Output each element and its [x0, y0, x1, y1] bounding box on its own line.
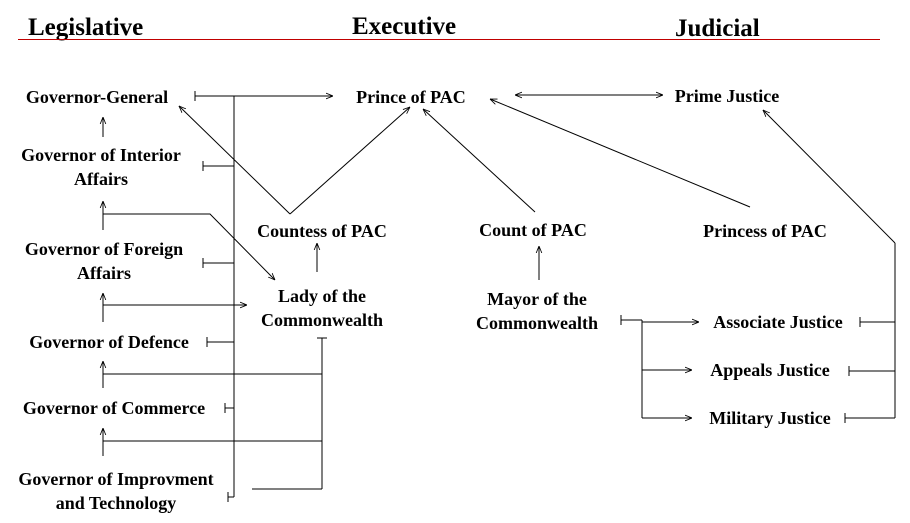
header-executive: Executive — [352, 13, 457, 40]
node-lady-line1: Lady of the — [277, 286, 367, 306]
node-governor-general: Governor-General — [25, 87, 169, 107]
node-lady-line2: Commonwealth — [261, 310, 383, 330]
node-interior-line1: Governor of Interior — [21, 145, 181, 165]
node-princess: Princess of PAC — [703, 221, 827, 241]
node-commerce: Governor of Commerce — [22, 398, 206, 418]
node-foreign-line1: Governor of Foreign — [24, 239, 184, 259]
link-countess-gg — [179, 106, 291, 215]
node-count: Count of PAC — [479, 220, 587, 240]
node-military-justice: Military Justice — [709, 408, 831, 428]
node-mayor-line1: Mayor of the — [487, 289, 587, 309]
header-rule — [18, 39, 880, 40]
link-princess-prince — [490, 98, 751, 208]
node-prince: Prince of PAC — [356, 87, 466, 107]
node-countess: Countess of PAC — [257, 221, 387, 241]
node-improvement-line2: and Technology — [55, 493, 177, 513]
node-appeals-justice: Appeals Justice — [710, 360, 830, 380]
link-countess-prince — [289, 107, 410, 215]
node-interior-line2: Affairs — [74, 169, 128, 189]
link-bus-prime — [763, 110, 896, 244]
node-mayor-line2: Commonwealth — [476, 313, 598, 333]
node-foreign-line2: Affairs — [77, 263, 131, 283]
link-foreign-lady — [103, 213, 275, 280]
link-count-prince — [423, 109, 536, 213]
header-legislative: Legislative — [28, 14, 144, 41]
node-associate-justice: Associate Justice — [713, 312, 843, 332]
node-defence: Governor of Defence — [29, 332, 189, 352]
header-judicial: Judicial — [675, 15, 760, 42]
node-improvement-line1: Governor of Improvment — [18, 469, 214, 489]
node-prime-justice: Prime Justice — [674, 86, 780, 106]
